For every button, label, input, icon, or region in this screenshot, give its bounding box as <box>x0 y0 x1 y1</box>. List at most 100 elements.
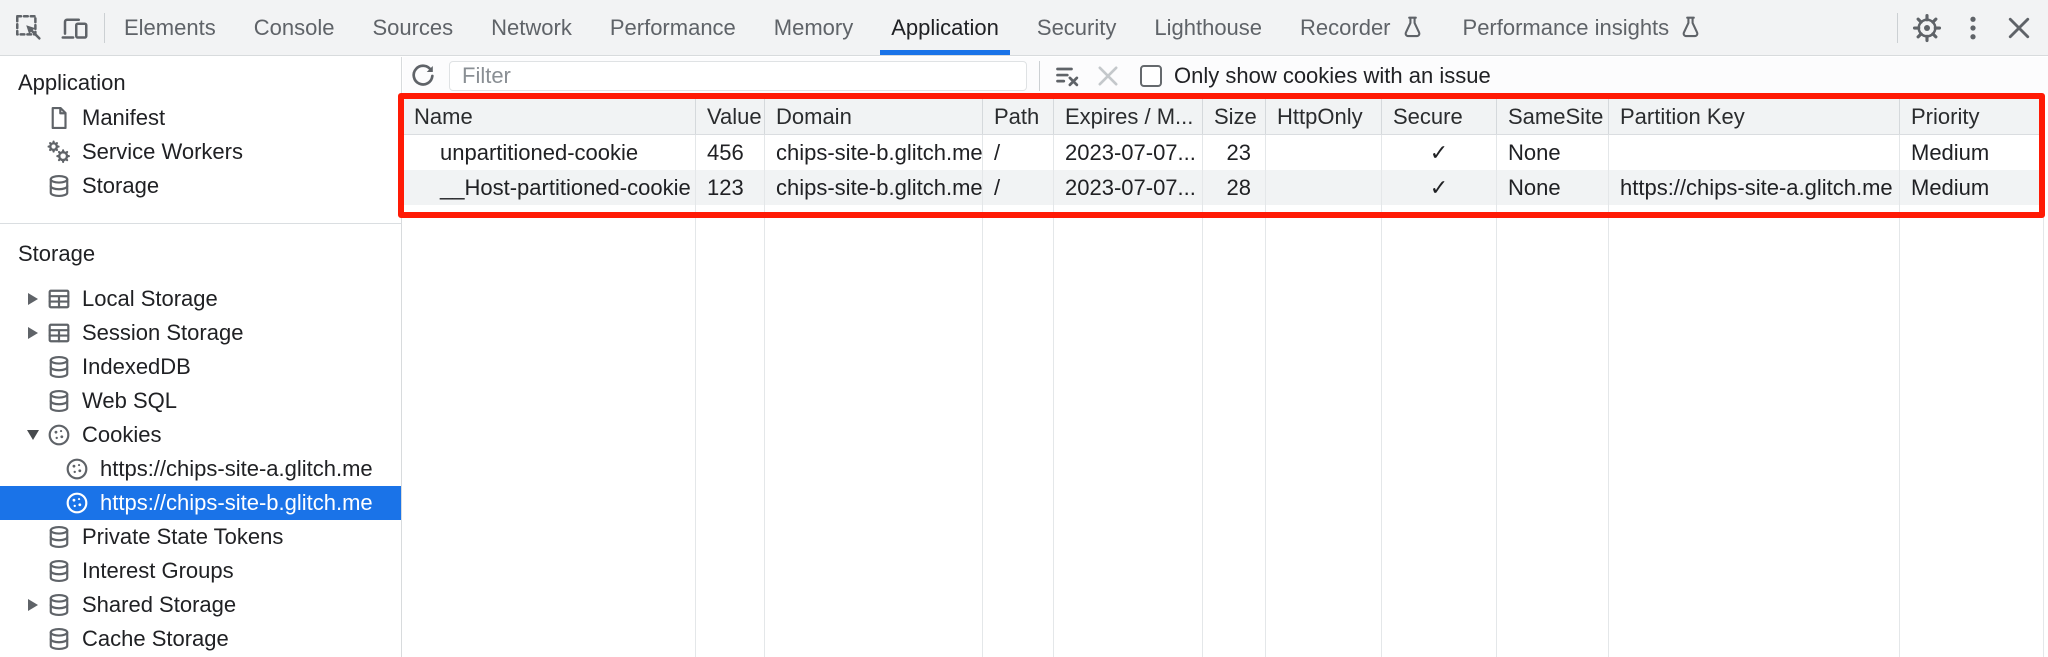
clear-selection-button[interactable] <box>1088 58 1128 94</box>
sidebar-item-https-chips-site-a-glitch-me[interactable]: https://chips-site-a.glitch.me <box>0 452 401 486</box>
tab-label: Security <box>1036 14 1117 40</box>
sidebar-item-label: Shared Storage <box>82 592 237 617</box>
sidebar-item-cache-storage[interactable]: Cache Storage <box>0 622 401 656</box>
issue-filter-checkbox[interactable] <box>1140 64 1162 87</box>
flask-icon <box>1678 15 1703 40</box>
sidebar-item-shared-storage[interactable]: Shared Storage <box>0 588 401 622</box>
tab-application[interactable]: Application <box>872 0 1018 55</box>
settings-gear-button[interactable] <box>1904 0 1950 55</box>
sidebar-item-local-storage[interactable]: Local Storage <box>0 282 401 316</box>
inspect-icon <box>14 13 44 43</box>
tab-security[interactable]: Security <box>1018 0 1135 55</box>
refresh-button[interactable] <box>403 58 443 94</box>
chevron-right-icon[interactable] <box>24 327 42 339</box>
table-grid-icon <box>46 320 72 346</box>
database-icon <box>46 592 72 618</box>
tabbar-spacer <box>1722 0 1897 55</box>
clear-filter-button[interactable] <box>1048 58 1088 94</box>
sidebar-item-manifest[interactable]: Manifest <box>0 101 401 135</box>
cell-name: __Host-partitioned-cookie <box>403 170 696 205</box>
column-header-partition-key[interactable]: Partition Key <box>1609 99 1900 134</box>
empty-grid-column <box>1203 205 1266 657</box>
cell-path: / <box>983 170 1054 205</box>
sidebar-item-label: Cache Storage <box>82 626 229 651</box>
cell-expires-m: 2023-07-07... <box>1054 170 1203 205</box>
chevron-down-icon[interactable] <box>24 430 42 440</box>
database-icon <box>46 354 72 380</box>
column-header-expires-m[interactable]: Expires / M... <box>1054 99 1203 134</box>
sidebar-item-service-workers[interactable]: Service Workers <box>0 135 401 169</box>
tab-performance[interactable]: Performance <box>591 0 755 55</box>
settings-gear-icon <box>1912 13 1942 43</box>
cell-priority: Medium <box>1900 170 2044 205</box>
tab-memory[interactable]: Memory <box>755 0 872 55</box>
cell-priority: Medium <box>1900 135 2044 170</box>
cell-name: unpartitioned-cookie <box>403 135 696 170</box>
tab-console[interactable]: Console <box>235 0 354 55</box>
database-icon <box>46 626 72 652</box>
chevron-right-icon[interactable] <box>24 293 42 305</box>
cookies-pane: Only show cookies with an issue NameValu… <box>403 57 2048 657</box>
cookie-icon <box>64 456 90 482</box>
sidebar-item-indexeddb[interactable]: IndexedDB <box>0 350 401 384</box>
close-icon <box>2004 13 2034 43</box>
cell-partition-key: https://chips-site-a.glitch.me <box>1609 170 1900 205</box>
column-header-path[interactable]: Path <box>983 99 1054 134</box>
cookies-toolbar: Only show cookies with an issue <box>403 57 2048 94</box>
column-header-size[interactable]: Size <box>1203 99 1266 134</box>
inspect-button[interactable] <box>6 0 52 55</box>
empty-grid-column <box>1609 205 1900 657</box>
database-icon <box>46 173 72 199</box>
filter-input[interactable] <box>449 60 1027 91</box>
sidebar-item-label: Manifest <box>82 105 166 130</box>
tab-label: Elements <box>124 14 216 40</box>
column-header-secure[interactable]: Secure <box>1382 99 1497 134</box>
column-header-samesite[interactable]: SameSite <box>1497 99 1609 134</box>
cell-secure: ✓ <box>1382 135 1497 170</box>
tab-performance-insights[interactable]: Performance insights <box>1444 0 1723 55</box>
cell-value: 456 <box>696 135 765 170</box>
issue-filter-label[interactable]: Only show cookies with an issue <box>1174 62 1491 88</box>
column-header-priority[interactable]: Priority <box>1900 99 2044 134</box>
sidebar-item-storage[interactable]: Storage <box>0 169 401 203</box>
tabbar-left-icons <box>0 0 104 55</box>
sidebar-item-private-state-tokens[interactable]: Private State Tokens <box>0 520 401 554</box>
column-header-value[interactable]: Value <box>696 99 765 134</box>
column-header-httponly[interactable]: HttpOnly <box>1266 99 1382 134</box>
cell-httponly <box>1266 135 1382 170</box>
tab-recorder[interactable]: Recorder <box>1281 0 1443 55</box>
sidebar-item-web-sql[interactable]: Web SQL <box>0 384 401 418</box>
tab-lighthouse[interactable]: Lighthouse <box>1135 0 1281 55</box>
column-header-domain[interactable]: Domain <box>765 99 983 134</box>
tab-label: Performance <box>609 14 736 40</box>
cell-path: / <box>983 135 1054 170</box>
tab-sources[interactable]: Sources <box>353 0 472 55</box>
sidebar-item-cookies[interactable]: Cookies <box>0 418 401 452</box>
tab-label: Sources <box>372 14 454 40</box>
more-options-button[interactable] <box>1950 0 1996 55</box>
tab-elements[interactable]: Elements <box>105 0 235 55</box>
tab-network[interactable]: Network <box>472 0 591 55</box>
cell-value: 123 <box>696 170 765 205</box>
sidebar-item-label: Interest Groups <box>82 558 234 583</box>
sidebar-item-https-chips-site-b-glitch-me[interactable]: https://chips-site-b.glitch.me <box>0 486 401 520</box>
column-header-name[interactable]: Name <box>403 99 696 134</box>
sidebar-item-session-storage[interactable]: Session Storage <box>0 316 401 350</box>
panel-tabs: Elements Console Sources Network Performance… <box>105 0 1722 55</box>
sidebar-item-interest-groups[interactable]: Interest Groups <box>0 554 401 588</box>
chevron-right-icon[interactable] <box>24 599 42 611</box>
database-icon <box>46 558 72 584</box>
tab-label: Network <box>491 14 572 40</box>
devtools-tabbar: Elements Console Sources Network Performance… <box>0 0 2048 56</box>
sidebar-item-label: Cookies <box>82 422 162 447</box>
tab-label: Application <box>891 14 999 40</box>
device-toolbar-button[interactable] <box>52 0 98 55</box>
clear-filter-icon <box>1054 62 1082 90</box>
sidebar-item-label: https://chips-site-a.glitch.me <box>100 456 373 481</box>
close-button[interactable] <box>1996 0 2042 55</box>
